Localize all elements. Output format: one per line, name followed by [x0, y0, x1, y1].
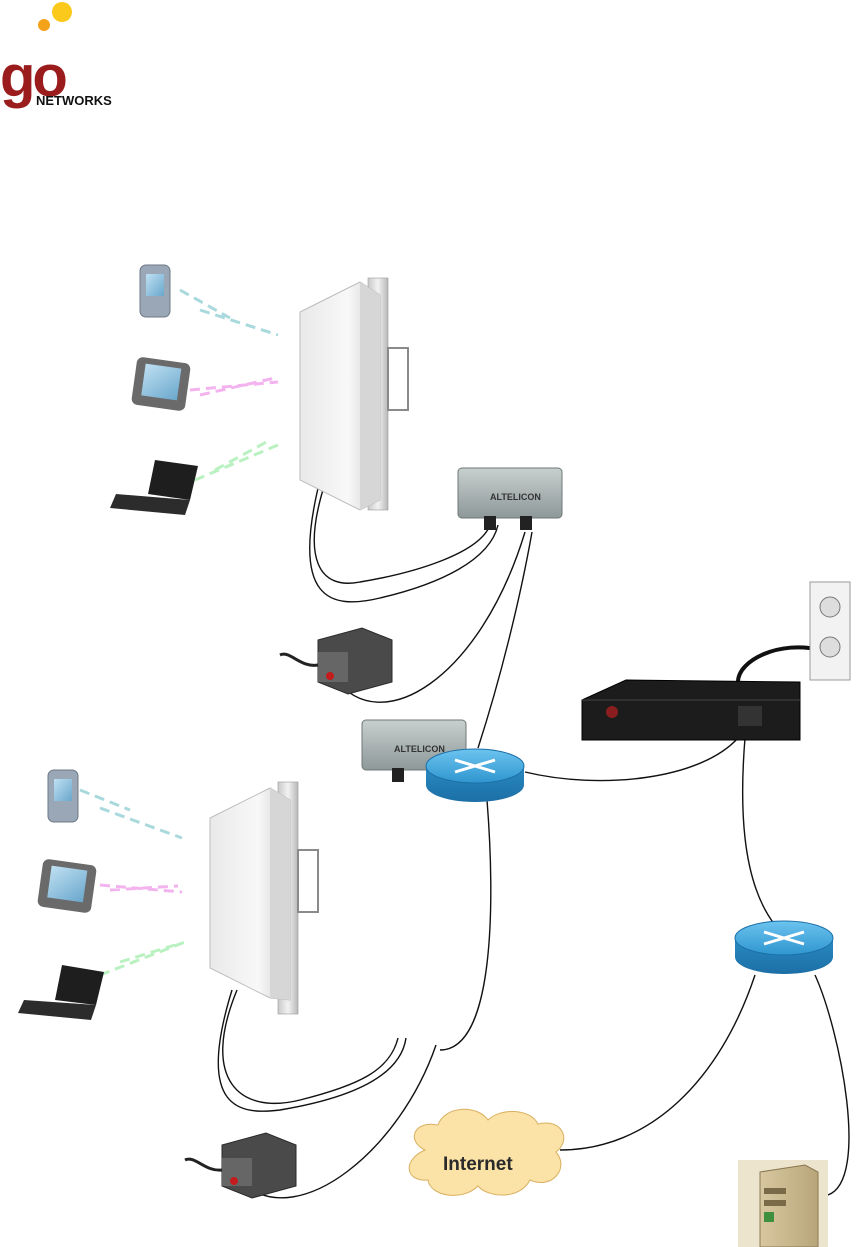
cable-rack-router2: [743, 738, 775, 925]
wireless-link-tablet-bottom: [100, 885, 182, 892]
cable-rack-outlet: [738, 647, 820, 682]
internet-label: Internet: [443, 1154, 513, 1175]
cable-router2-internet: [560, 975, 755, 1150]
rack-server: [582, 680, 800, 740]
company-logo: go NETWORKS: [0, 2, 112, 109]
cable-bottom-antenna-box-2: [218, 990, 406, 1111]
wall-outlet: [810, 582, 850, 680]
cable-router1-bottom-box: [440, 800, 491, 1050]
psu-bottom: [185, 1133, 296, 1198]
wireless-link-tablet-top: [190, 378, 278, 395]
wireless-link-pda-bottom: [80, 790, 182, 838]
cables: [218, 480, 849, 1198]
antenna-panel-bottom: [210, 788, 318, 1000]
cable-bottom-antenna-box-1: [223, 990, 398, 1103]
logo-orange-dot: [38, 19, 50, 31]
wireless-link-pda-top: [180, 290, 278, 335]
power-box-bottom-brand: ALTELICON: [394, 744, 445, 754]
internet-cloud: Internet: [409, 1109, 564, 1195]
router-bottom: [735, 921, 833, 974]
wireless-link-laptop-top: [195, 440, 278, 480]
wireless-link-laptop-bottom: [100, 942, 185, 975]
router-top: [426, 749, 524, 802]
laptop-bottom: [18, 965, 104, 1020]
power-box-top-brand: ALTELICON: [490, 492, 541, 502]
logo-subtitle: NETWORKS: [36, 93, 112, 108]
logo-yellow-dot: [52, 2, 72, 22]
pda-bottom: [48, 770, 78, 822]
cable-router-rack: [525, 738, 738, 781]
power-box-top: ALTELICON: [458, 468, 562, 530]
pda-top: [140, 265, 170, 317]
cable-top-box-router: [478, 532, 532, 748]
server-tower: [738, 1160, 828, 1247]
laptop-top: [110, 460, 198, 515]
psu-top: [280, 628, 392, 694]
antenna-panel-top: [300, 282, 408, 510]
tablet-top: [131, 356, 191, 411]
tablet-bottom: [37, 858, 97, 913]
